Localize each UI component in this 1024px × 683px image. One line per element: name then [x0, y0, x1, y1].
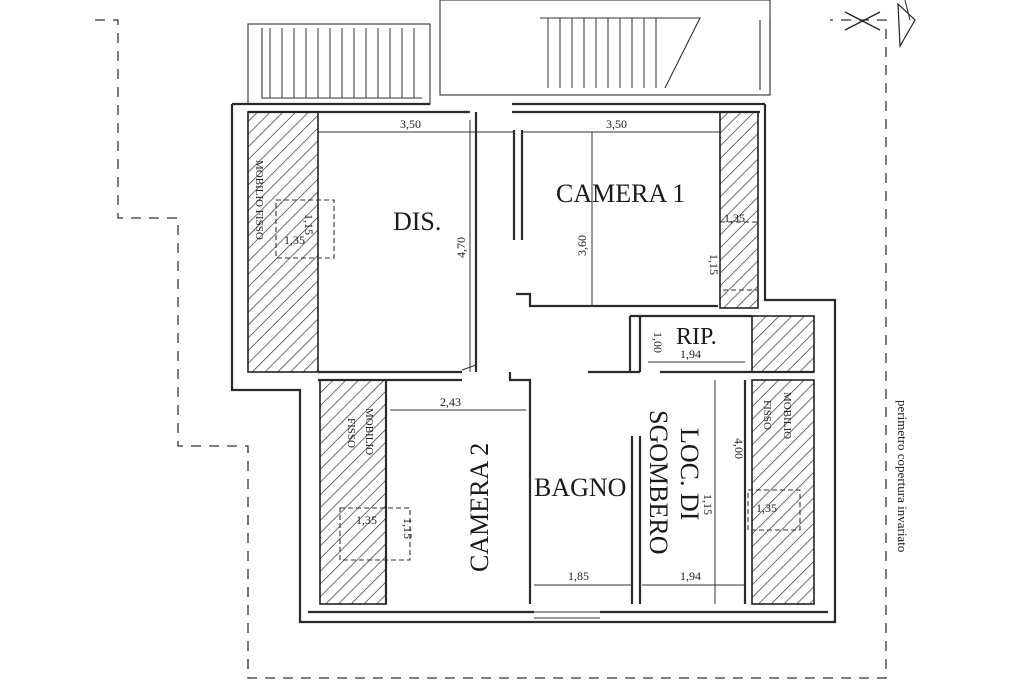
dim-rip-width: 1,94 [680, 347, 701, 361]
cabinet-outlines [275, 199, 801, 561]
rip-hatch [751, 315, 815, 373]
furniture-label-left-bottom-b: FISSO [345, 418, 357, 448]
room-label-loc-line2: SGOMBERO [644, 410, 673, 554]
dim-dis-width: 3,50 [400, 117, 421, 131]
dim-rip-depth: 1,00 [651, 332, 665, 353]
dim-loc-depth: 4,00 [732, 438, 746, 459]
dim-cabinet-loc-w: 1,35 [756, 501, 777, 515]
room-label-bagno: BAGNO [534, 473, 626, 502]
dim-cabinet-cam1-d: 1,15 [707, 254, 721, 275]
dim-loc-width: 1,94 [680, 569, 701, 583]
fixed-furniture-blocks [247, 111, 815, 605]
north-arrow-icon [844, 0, 916, 49]
dim-corridor-length: 4,70 [454, 237, 468, 258]
mobilio-fisso-left-bottom [319, 379, 387, 605]
dim-cabinet-loc-d: 1,15 [701, 494, 715, 515]
stairs-left [247, 23, 431, 105]
dim-bagno-width: 1,85 [568, 569, 589, 583]
room-label-loc-line1: LOC. DI [675, 428, 704, 520]
roof-perimeter [95, 19, 887, 679]
dim-cabinet-cam2-w: 1,35 [356, 513, 377, 527]
room-label-dis: DIS. [393, 207, 441, 236]
dim-camera1-width: 3,50 [606, 117, 627, 131]
furniture-label-right-bottom-b: FISSO [761, 400, 773, 430]
room-label-camera-1: CAMERA 1 [556, 179, 685, 208]
dim-cabinet-cam1-w: 1,35 [724, 211, 745, 225]
furniture-label-left-top: MOBILIO FISSO [253, 160, 265, 240]
dim-cabinet-cam2-d: 1,15 [401, 518, 415, 539]
mobilio-fisso-right-top [719, 111, 759, 309]
mobilio-fisso-right-bottom [751, 379, 815, 605]
interior-walls [318, 112, 814, 623]
mobilio-fisso-left-top [247, 111, 319, 373]
dim-cabinet-dis-w: 1,35 [284, 233, 305, 247]
room-label-camera-2: CAMERA 2 [465, 443, 494, 572]
room-label-rip: RIP. [676, 324, 717, 350]
stairs-right [439, 0, 771, 96]
furniture-label-left-bottom-a: MOBILIO [363, 408, 375, 455]
dim-camera2-width: 2,43 [440, 395, 461, 409]
perimeter-note: perimetro copertura invariato [895, 400, 910, 552]
dimension-lines [318, 120, 745, 604]
dim-camera1-depth: 3,60 [575, 235, 589, 256]
dim-cabinet-dis-d: 1,15 [302, 214, 316, 235]
furniture-label-right-bottom-a: MOBILIO [781, 392, 793, 439]
